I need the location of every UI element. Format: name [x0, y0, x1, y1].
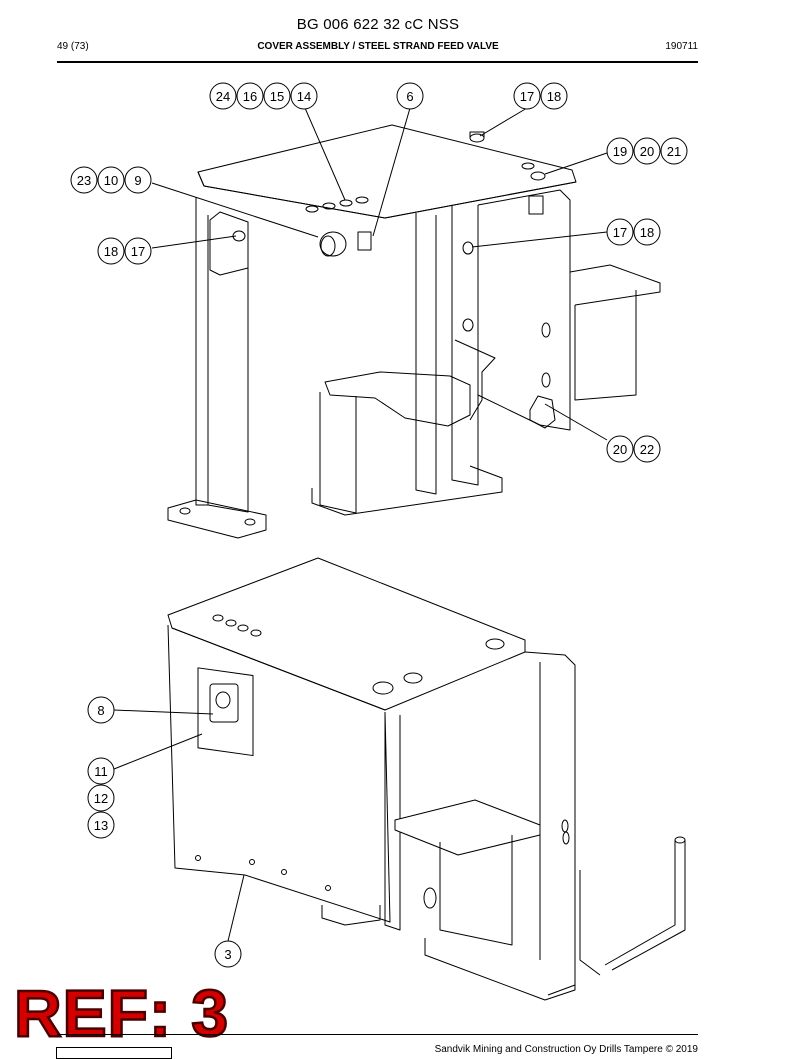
lower-assembly-view [167, 557, 686, 1001]
svg-text:20: 20 [640, 144, 654, 159]
callout-14: 14 [290, 82, 318, 110]
date-code: 190711 [665, 41, 698, 52]
svg-text:14: 14 [297, 89, 311, 104]
callout-bubbles: 24 16 15 14 6 17 18 19 20 21 23 10 9 18 … [70, 82, 688, 968]
svg-text:11: 11 [94, 764, 108, 779]
svg-text:17: 17 [520, 89, 534, 104]
svg-text:13: 13 [94, 818, 108, 833]
callout-9: 9 [124, 166, 152, 194]
svg-text:6: 6 [406, 89, 413, 104]
callout-18-right: 18 [633, 218, 661, 246]
section-title: COVER ASSEMBLY / STEEL STRAND FEED VALVE [257, 41, 499, 52]
svg-text:18: 18 [640, 225, 654, 240]
callout-11: 11 [87, 757, 115, 785]
header-rule [57, 61, 698, 63]
callout-16: 16 [236, 82, 264, 110]
svg-text:8: 8 [97, 703, 104, 718]
svg-text:20: 20 [613, 442, 627, 457]
callout-18-left: 18 [97, 237, 125, 265]
callout-6: 6 [396, 82, 424, 110]
svg-text:17: 17 [613, 225, 627, 240]
callout-20-top: 20 [633, 137, 661, 165]
callout-19: 19 [606, 137, 634, 165]
callout-10: 10 [97, 166, 125, 194]
footer-copyright: Sandvik Mining and Construction Oy Drill… [434, 1044, 698, 1055]
svg-text:15: 15 [270, 89, 284, 104]
svg-text:22: 22 [640, 442, 654, 457]
svg-text:17: 17 [131, 244, 145, 259]
callout-21: 21 [660, 137, 688, 165]
callout-20-bottom: 20 [606, 435, 634, 463]
callout-13: 13 [87, 811, 115, 839]
callout-17-right: 17 [606, 218, 634, 246]
page-number: 49 (73) [57, 41, 89, 52]
callout-12: 12 [87, 784, 115, 812]
callout-24: 24 [209, 82, 237, 110]
svg-text:21: 21 [667, 144, 681, 159]
ref-stamp: REF: 3 [13, 976, 230, 1050]
svg-text:9: 9 [134, 173, 141, 188]
callout-17-left: 17 [124, 237, 152, 265]
svg-text:19: 19 [613, 144, 627, 159]
svg-text:3: 3 [224, 947, 231, 962]
plate-bolts [305, 131, 546, 213]
callout-17-top: 17 [513, 82, 541, 110]
svg-text:18: 18 [547, 89, 561, 104]
svg-text:10: 10 [104, 173, 118, 188]
callout-23: 23 [70, 166, 98, 194]
cover-bolts [212, 614, 505, 695]
callout-15: 15 [263, 82, 291, 110]
callout-8: 8 [87, 696, 115, 724]
footer-rule [57, 1034, 698, 1035]
svg-text:24: 24 [216, 89, 230, 104]
upper-assembly-view [167, 124, 661, 539]
document-title: BG 006 622 32 cC NSS [296, 16, 460, 33]
leader-lines [113, 107, 608, 942]
callout-18-top: 18 [540, 82, 568, 110]
callout-22: 22 [633, 435, 661, 463]
sandvik-logo [56, 1047, 172, 1059]
svg-text:23: 23 [77, 173, 91, 188]
svg-text:12: 12 [94, 791, 108, 806]
callout-3: 3 [214, 940, 242, 968]
svg-text:16: 16 [243, 89, 257, 104]
svg-text:18: 18 [104, 244, 118, 259]
